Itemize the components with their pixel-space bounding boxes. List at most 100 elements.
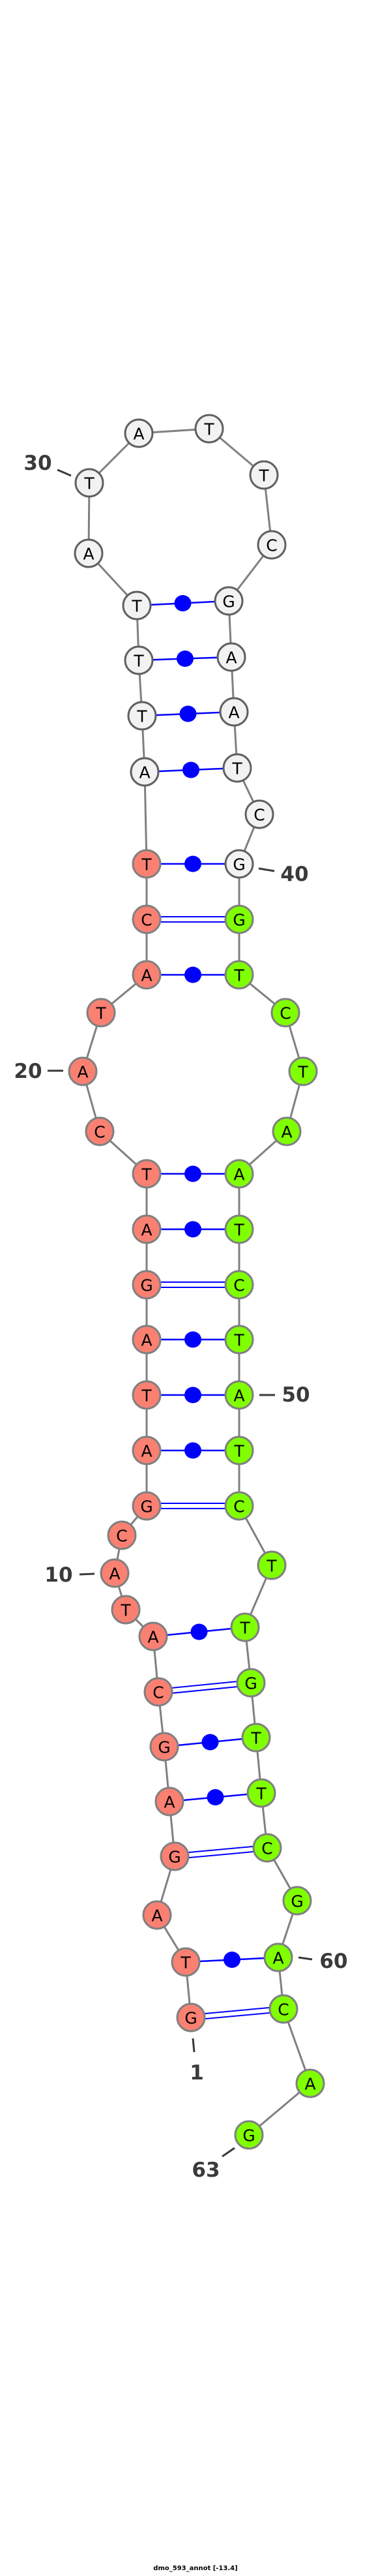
nucleotide-letter: T (231, 759, 242, 778)
position-label-1: 1 (190, 2061, 204, 2085)
nucleotide-circle (288, 1056, 318, 1086)
nucleotide-letter: T (233, 1442, 244, 1461)
nucleotide-14: T (132, 1380, 162, 1410)
nucleotide-letter: G (233, 911, 245, 930)
nucleotide-letter: C (152, 1683, 164, 1702)
nucleotide-circle (132, 1325, 162, 1355)
position-label-60: 60 (319, 1950, 347, 1973)
nucleotide-letter: T (180, 1954, 191, 1972)
pair-dot (174, 595, 192, 611)
nucleotide-5: A (154, 1786, 184, 1817)
nucleotide-52: C (224, 1491, 254, 1521)
nucleotide-39: C (244, 799, 274, 829)
nucleotide-57: T (246, 1778, 276, 1808)
pair-dot (190, 1623, 208, 1640)
base-pair-17-47 (147, 1221, 239, 1238)
nucleotide-35: G (214, 586, 244, 616)
nucleotide-letter: A (272, 1949, 283, 1968)
pair-dot (184, 966, 201, 983)
nucleotide-20: A (68, 1056, 98, 1086)
nucleotide-circle (272, 1116, 302, 1146)
nucleotide-letter: T (83, 474, 94, 493)
nucleotide-circle (138, 1621, 168, 1651)
nucleotide-letter: A (164, 1793, 175, 1812)
nucleotide-3: A (142, 1900, 172, 1930)
position-tick (298, 1956, 313, 1961)
nucleotide-59: G (282, 1886, 312, 1916)
nucleotide-circle (132, 1214, 162, 1244)
position-tick (258, 867, 275, 872)
nucleotide-46: A (224, 1159, 254, 1189)
nucleotide-letter: C (233, 1497, 244, 1516)
nucleotide-circle (124, 418, 154, 448)
nucleotide-45: A (272, 1116, 302, 1146)
nucleotide-circle (224, 1435, 254, 1465)
nucleotide-58: C (252, 1833, 282, 1863)
nucleotide-letter: G (140, 1497, 152, 1516)
position-tick (192, 2038, 195, 2053)
nucleotide-circle (132, 1491, 162, 1521)
nucleotide-43: C (270, 998, 300, 1028)
nucleotide-circle (127, 701, 157, 731)
nucleotide-circle (224, 904, 254, 934)
nucleotide-circle (236, 1668, 266, 1698)
nucleotide-circle (270, 998, 300, 1028)
nucleotide-13: A (132, 1435, 162, 1465)
nucleotide-letter: C (141, 911, 152, 930)
nucleotide-1: G (176, 2002, 206, 2032)
nucleotide-letter: T (233, 966, 244, 985)
nucleotide-30: T (74, 468, 104, 498)
nucleotide-letter: C (233, 1276, 244, 1295)
nucleotide-38: T (222, 753, 252, 783)
base-pair-13-51 (147, 1442, 239, 1459)
position-label-10: 10 (44, 1563, 72, 1587)
nucleotide-18: T (132, 1159, 162, 1189)
nucleotide-letter: A (228, 703, 239, 722)
nucleotide-letter: A (141, 1331, 152, 1350)
position-ticks (48, 468, 313, 2158)
nucleotide-letter: G (168, 1848, 181, 1867)
nucleotide-letter: T (120, 1601, 131, 1620)
nucleotide-31: A (124, 418, 154, 448)
nucleotide-letter: T (136, 707, 147, 726)
nucleotide-letter: G (140, 1276, 152, 1295)
nucleotide-16: G (132, 1270, 162, 1300)
nucleotide-55: G (236, 1668, 266, 1698)
base-pair-24-40 (147, 855, 239, 872)
nucleotide-circle (194, 414, 224, 444)
nucleotide-54: T (230, 1612, 260, 1642)
nucleotide-27: T (124, 645, 154, 675)
diagram-caption: dmo_593_annot [-13.4] (153, 2565, 238, 2572)
base-pair-5-57 (169, 1789, 262, 1805)
nucleotide-letter: G (242, 2126, 255, 2145)
base-pair-15-49 (147, 1331, 239, 1348)
position-label-50: 50 (282, 1383, 310, 1407)
nucleotide-letter: T (233, 1331, 244, 1350)
nucleotide-33: T (249, 460, 279, 490)
nucleotide-circle (132, 1159, 162, 1189)
nucleotide-circle (222, 753, 252, 783)
base-pair-25-38 (144, 761, 238, 778)
base-pair-14-50 (147, 1387, 239, 1403)
position-tick (222, 2147, 235, 2158)
nucleotide-circle (111, 1595, 141, 1625)
base-pair-28-35 (136, 595, 229, 611)
base-pairs (136, 595, 284, 2021)
nucleotide-40: G (224, 849, 254, 879)
nucleotide-47: T (224, 1214, 254, 1244)
nucleotide-circle (249, 460, 279, 490)
nucleotide-circle (130, 757, 160, 787)
base-pair-26-37 (141, 705, 235, 722)
nucleotide-circle (132, 1380, 162, 1410)
nucleotide-letter: A (141, 1221, 152, 1240)
nucleotide-23: C (132, 904, 162, 934)
nucleotide-circle (107, 1520, 137, 1550)
nucleotide-circle (244, 799, 274, 829)
nucleotide-letter: A (141, 1442, 152, 1461)
backbone-link (143, 771, 148, 865)
position-label-40: 40 (280, 863, 308, 886)
nucleotide-letter: C (253, 806, 265, 825)
nucleotide-letter: A (109, 1565, 120, 1584)
pair-dot (177, 651, 194, 667)
